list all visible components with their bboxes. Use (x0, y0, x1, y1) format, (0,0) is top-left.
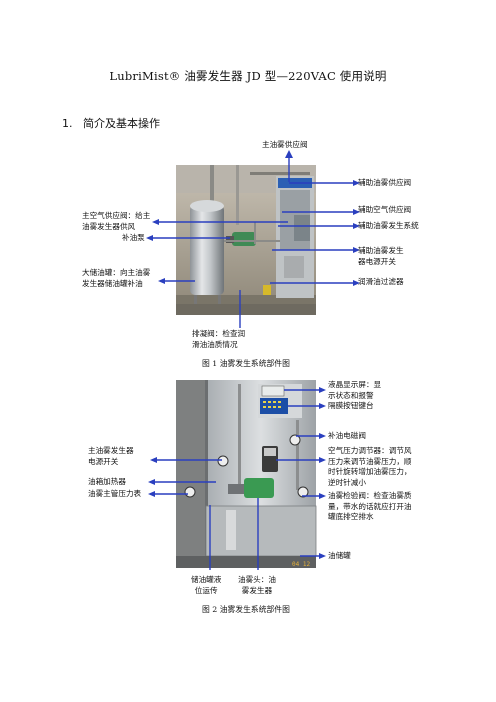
label-level-line2: 位运传 (194, 585, 218, 595)
label-aux-power-switch: 辅助油雾发生 器电源开关 (358, 246, 404, 267)
label-aux-mist-valve: 辅助油雾供应阀 (358, 178, 412, 187)
label-reg-line4: 逆时针减小 (328, 477, 366, 487)
label-header-pressure-gauge: 油雾主管压力表 (88, 489, 142, 498)
figure1-caption: 图 1 油雾发生系统部件图 (202, 359, 290, 368)
label-membrane-keypad: 隔膜按钮键台 (328, 401, 374, 410)
label-main-air-line1: 主空气供应阀：给主 (82, 211, 151, 220)
label-mist-check-valve: 油雾检验阀：检查油雾质 量，带水的话就应打开油 罐底排空排水 (328, 491, 412, 523)
label-reg-line1: 空气压力调节器：调节风 (328, 446, 412, 455)
label-oil-filter: 润滑油过滤器 (358, 277, 404, 286)
label-drain-line2: 滑油油质情况 (192, 339, 238, 349)
label-aux-system: 辅助油雾发生系统 (358, 221, 419, 230)
label-main-power-switch: 主油雾发生器 电源开关 (88, 446, 134, 467)
label-mist-head-line1: 油雾头：油 (238, 575, 276, 584)
label-main-air-line2: 油雾发生器供风 (82, 221, 136, 231)
label-lcd-line1: 液晶显示屏：显 (328, 380, 382, 389)
label-check-line3: 罐底排空排水 (328, 512, 374, 521)
label-lcd-display: 液晶显示屏：显 示状态和报警 (328, 380, 381, 401)
label-mist-head: 油雾头：油 雾发生器 (238, 575, 276, 596)
label-refill-solenoid: 补油电磁阀 (328, 431, 366, 440)
label-aux-air-valve: 辅助空气供应阀 (358, 205, 412, 214)
label-air-regulator: 空气压力调节器：调节风 压力来调节油雾压力，顺 时针旋转增加油雾压力， 逆时针减… (328, 446, 412, 488)
label-storage-tank-line1: 大储油罐：向主油雾 (82, 268, 151, 277)
label-drain-line1: 排凝阀：检查润 (192, 329, 246, 338)
label-aux-power-line1: 辅助油雾发生 (358, 246, 404, 255)
section-title: 简介及基本操作 (83, 117, 160, 130)
section-heading: 1. 简介及基本操作 (62, 115, 160, 131)
label-check-line2: 量，带水的话就应打开油 (328, 501, 412, 511)
figure2-caption: 图 2 油雾发生系统部件图 (202, 605, 290, 614)
label-storage-tank: 大储油罐：向主油雾 发生器储油罐补油 (82, 268, 150, 289)
label-aux-power-line2: 器电源开关 (358, 256, 396, 266)
label-drain-valve: 排凝阀：检查润 滑油油质情况 (192, 329, 245, 350)
label-main-air-valve: 主空气供应阀：给主 油雾发生器供风 (82, 211, 150, 232)
label-check-line1: 油雾检验阀：检查油雾质 (328, 491, 412, 500)
label-level-line1: 储油罐液 (191, 575, 222, 584)
label-level-transmitter: 储油罐液 位运传 (191, 575, 221, 596)
section-number: 1. (62, 117, 73, 130)
label-main-mist-valve: 主油雾供应阀 (262, 140, 308, 149)
document-title: LubriMist® 油雾发生器 JD 型—220VAC 使用说明 (109, 69, 387, 83)
label-lcd-line2: 示状态和报警 (328, 390, 374, 400)
label-reg-line2: 压力来调节油雾压力，顺 (328, 456, 412, 466)
label-mist-head-line2: 雾发生器 (241, 585, 273, 595)
label-oil-reservoir: 油储罐 (328, 551, 351, 560)
label-main-power-line1: 主油雾发生器 (88, 446, 134, 455)
svg-text:04 12: 04 12 (292, 561, 310, 568)
label-tank-heater: 油箱加热器 (88, 477, 126, 486)
label-storage-tank-line2: 发生器储油罐补油 (82, 278, 143, 288)
label-reg-line3: 时针旋转增加油雾压力， (328, 467, 412, 476)
label-main-power-line2: 电源开关 (88, 456, 119, 466)
label-refill-pump: 补油泵 (122, 233, 145, 242)
